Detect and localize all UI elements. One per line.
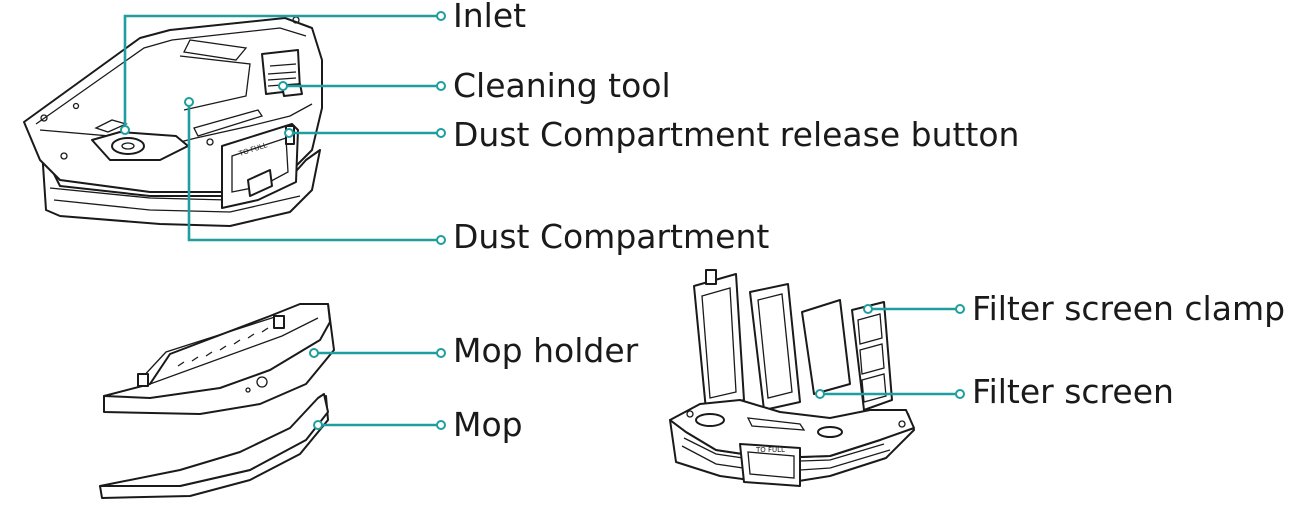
label-mop: Mop: [453, 405, 523, 444]
leader-release-button-start-dot: [284, 128, 294, 138]
label-filter-screen-clamp: Filter screen clamp: [972, 289, 1285, 328]
leader-inlet-end-dot: [436, 11, 446, 21]
leader-mop-end-dot: [436, 420, 446, 430]
leader-filter-screen-end-dot: [955, 389, 965, 399]
leader-cleaning-tool-end-dot: [436, 81, 446, 91]
leader-filter-screen-start-dot: [815, 389, 825, 399]
label-dust-compartment: Dust Compartment: [453, 217, 769, 256]
leader-lines: [120, 11, 965, 430]
mop-holder-illustration: [103, 303, 335, 415]
label-release-button: Dust Compartment release button: [453, 115, 1019, 154]
label-cleaning-tool: Cleaning tool: [453, 66, 671, 105]
full-mark-text-base: TO FULL: [755, 446, 785, 454]
inlet-port: [91, 119, 189, 161]
dust-compartment-illustration: TO FULL: [23, 16, 323, 227]
leader-filter-screen-clamp-end-dot: [955, 304, 965, 314]
leader-release-button-end-dot: [436, 128, 446, 138]
release-button-part: TO FULL: [221, 123, 299, 209]
leader-mop-holder-end-dot: [436, 348, 446, 358]
leader-dust-compartment-end-dot: [436, 235, 446, 245]
part-labels: Inlet Cleaning tool Dust Compartment rel…: [453, 0, 1285, 444]
leader-cleaning-tool-start-dot: [278, 81, 288, 91]
label-inlet: Inlet: [453, 0, 526, 35]
leader-mop-start-dot: [313, 420, 323, 430]
leader-inlet-start-dot: [120, 125, 130, 135]
leader-filter-screen-clamp-start-dot: [863, 304, 873, 314]
leader-dust-compartment: [187, 102, 441, 242]
label-filter-screen: Filter screen: [972, 372, 1174, 411]
leader-mop-holder-start-dot: [309, 348, 319, 358]
filter-assembly-illustration: TO FULL: [669, 269, 915, 487]
leader-dust-compartment-start-dot: [184, 97, 194, 107]
label-mop-holder: Mop holder: [453, 331, 639, 370]
mop-illustration: [99, 393, 329, 499]
leader-inlet: [123, 14, 441, 130]
